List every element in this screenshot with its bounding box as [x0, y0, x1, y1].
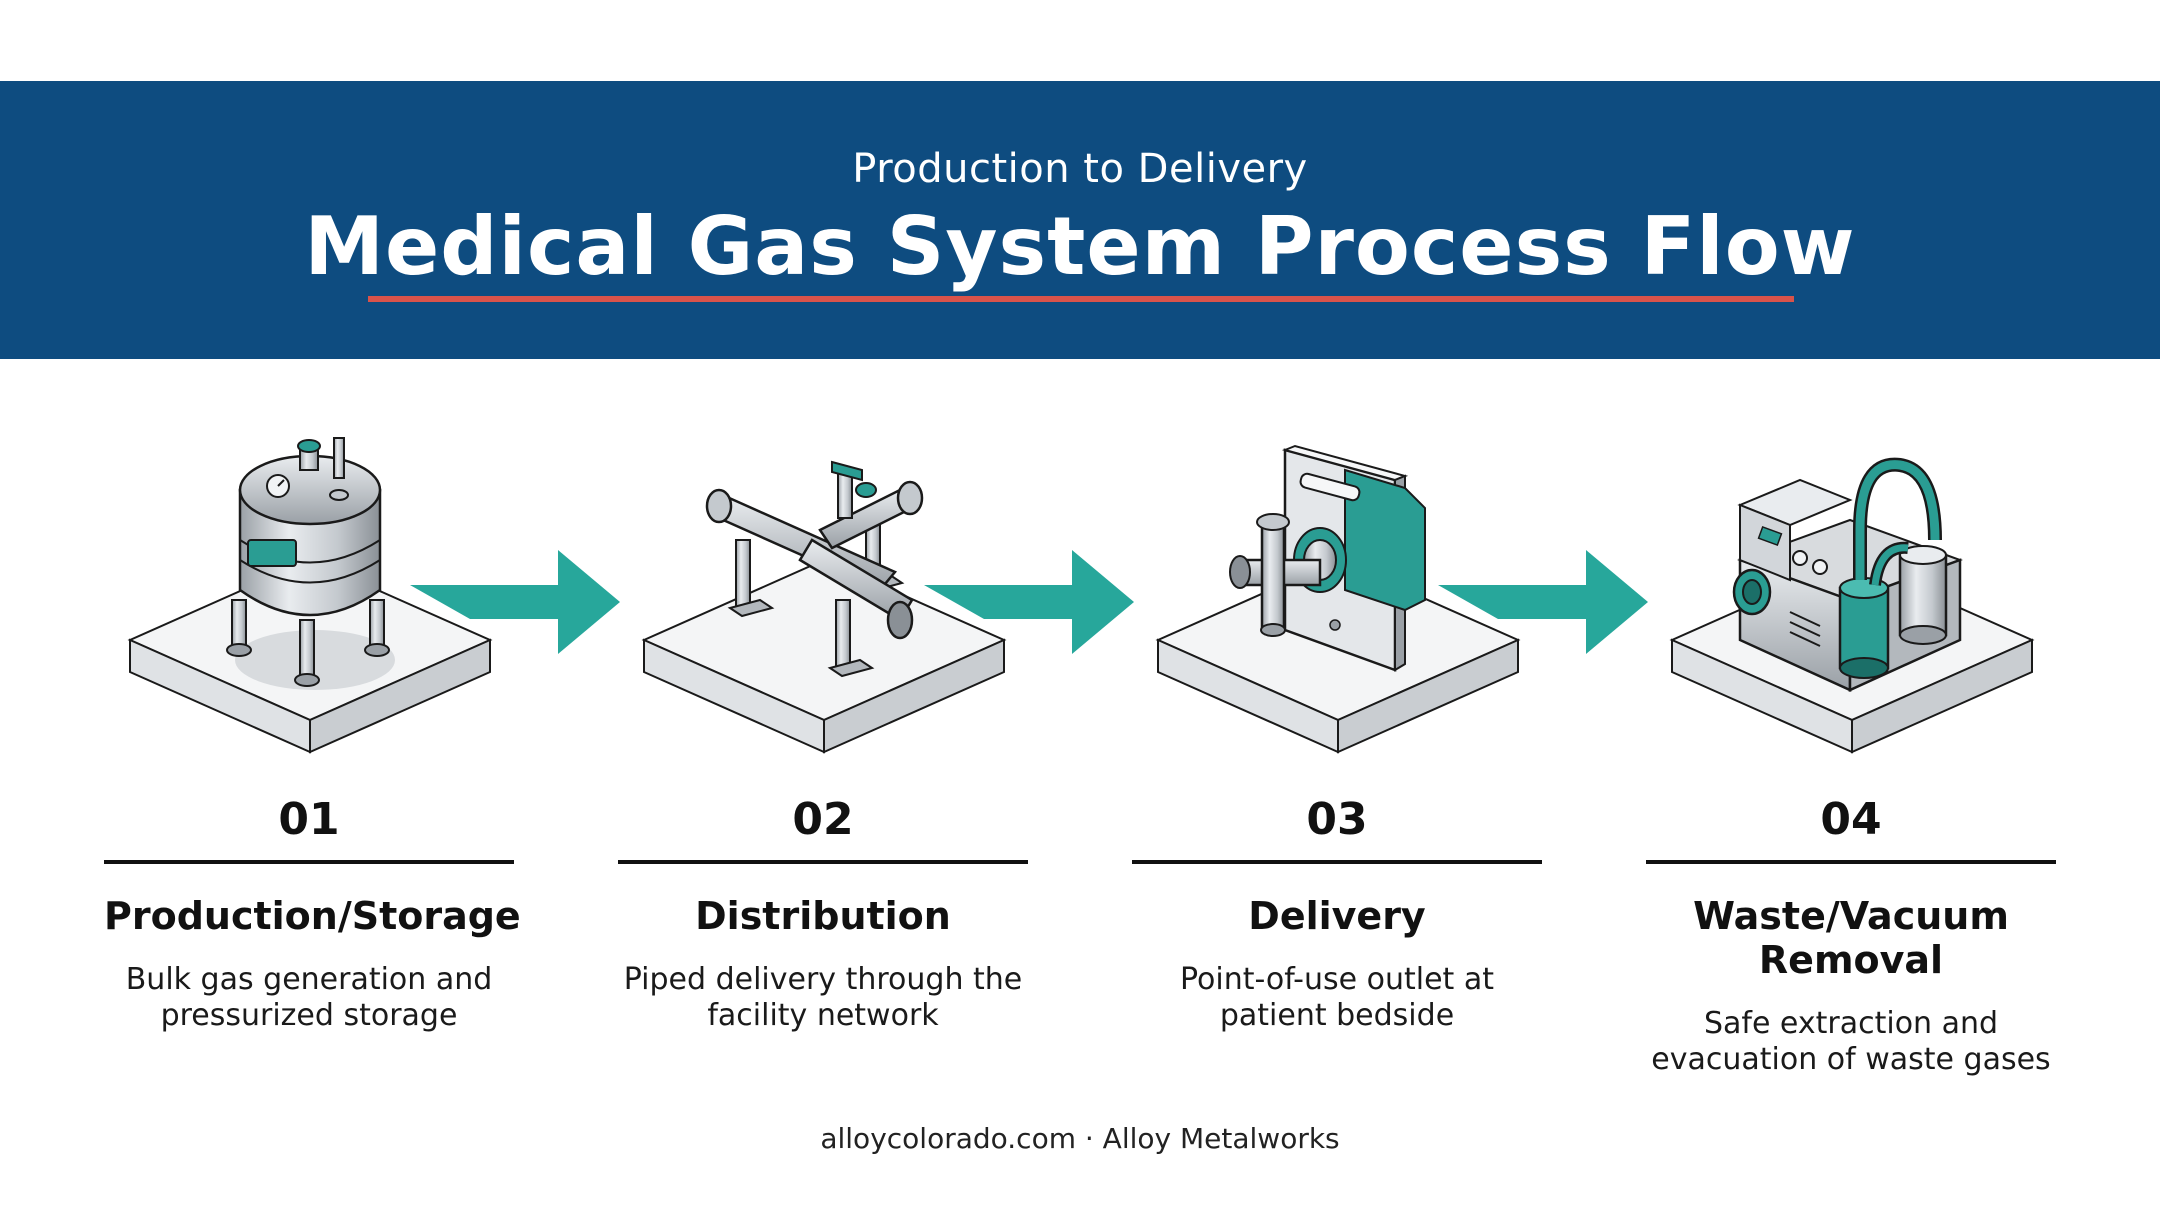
step-divider: [1646, 860, 2056, 864]
step-description: Piped delivery through the facility netw…: [623, 962, 1023, 1033]
step-title: Production/Storage: [104, 894, 521, 938]
wall-outlet-icon: [1229, 444, 1426, 672]
flow-arrow-2: [924, 550, 1134, 654]
title-underline: [368, 296, 1794, 302]
header-banner: [0, 81, 2160, 359]
step-description: Point-of-use outlet at patient bedside: [1180, 962, 1494, 1033]
step-description: Bulk gas generation and pressurized stor…: [125, 962, 493, 1033]
step-title: Delivery: [1248, 894, 1426, 938]
step-divider: [1132, 860, 1542, 864]
step-number: 04: [1820, 794, 1882, 845]
step-title: Waste/Vacuum Removal: [1693, 894, 2009, 982]
step-4: 04 Waste/Vacuum Removal Safe extraction …: [1646, 790, 2056, 1078]
gas-storage-tank-icon: [226, 437, 395, 690]
step-number: 03: [1306, 794, 1368, 845]
step-number: 02: [792, 794, 854, 845]
step-number: 01: [278, 794, 340, 845]
vacuum-pump-icon: [1732, 457, 1963, 692]
footer-credit: alloycolorado.com · Alloy Metalworks: [820, 1122, 1340, 1155]
step-description: Safe extraction and evacuation of waste …: [1651, 1006, 2051, 1077]
step-title: Distribution: [695, 894, 951, 938]
platform-2: [641, 558, 1007, 754]
page-title: Medical Gas System Process Flow: [304, 200, 1856, 293]
flow-arrow-1: [410, 550, 620, 654]
step-divider: [618, 860, 1028, 864]
pipe-network-icon: [705, 460, 924, 678]
step-divider: [104, 860, 514, 864]
step-2: 02 Distribution Piped delivery through t…: [618, 790, 1028, 1034]
step-3: 03 Delivery Point-of-use outlet at patie…: [1132, 790, 1542, 1034]
step-1: 01 Production/Storage Bulk gas generatio…: [104, 790, 521, 1034]
header-subtitle: Production to Delivery: [852, 146, 1308, 192]
flow-arrow-3: [1438, 550, 1648, 654]
